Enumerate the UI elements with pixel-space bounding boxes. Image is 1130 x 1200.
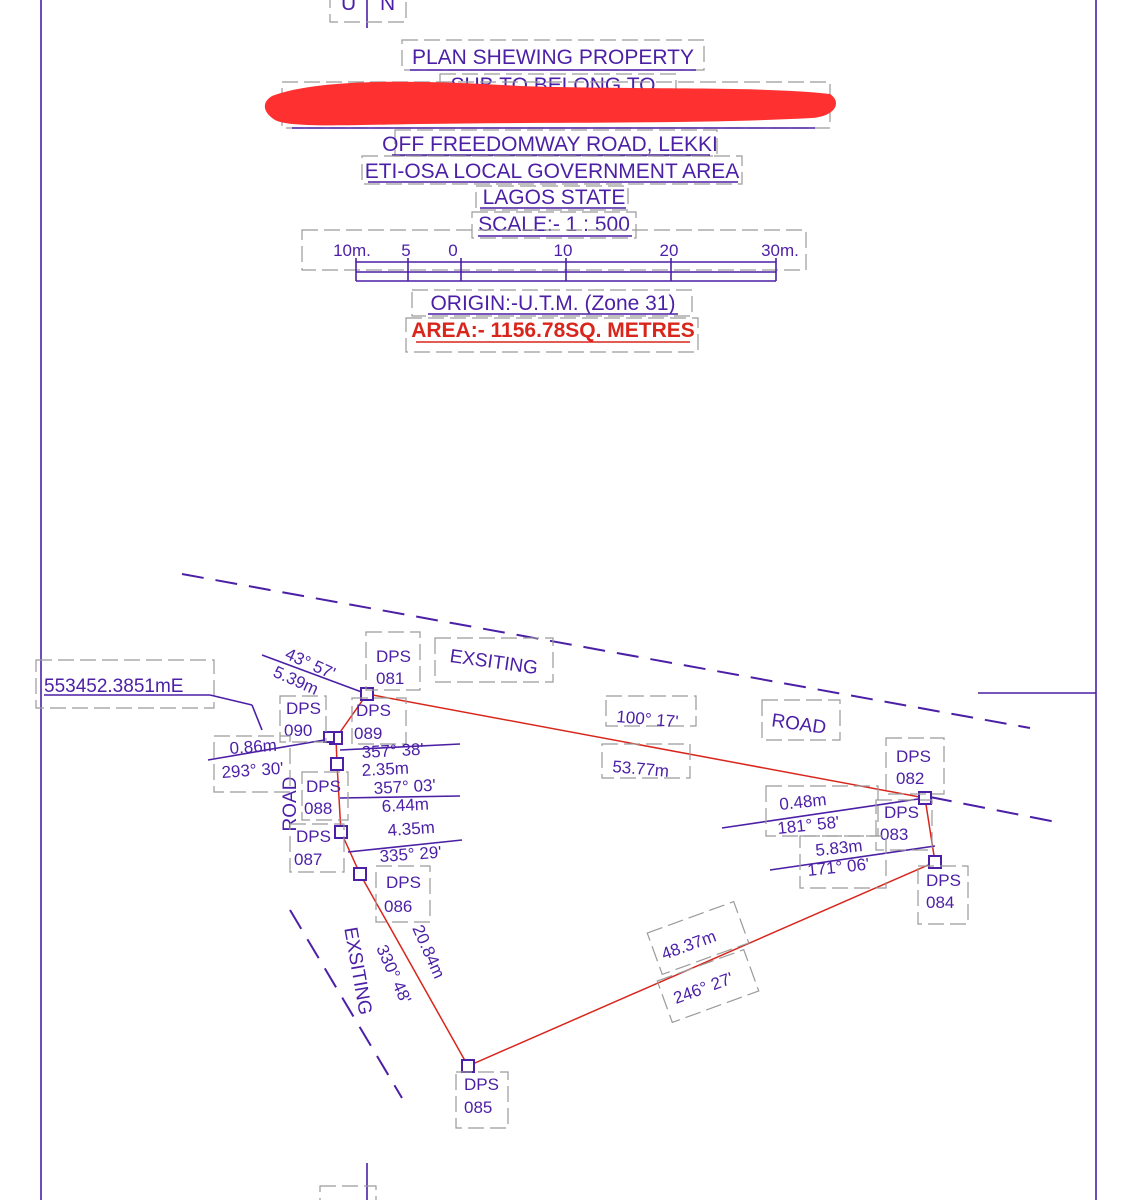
- svg-text:087: 087: [294, 850, 322, 869]
- distance-087-088: 6.44m: [381, 795, 429, 816]
- title-line-4: OFF FREEDOMWAY ROAD, LEKKI: [382, 133, 718, 156]
- svg-text:089: 089: [354, 724, 382, 743]
- origin-area-block: ORIGIN:-U.T.M. (Zone 31) AREA:- 1156.78S…: [405, 289, 699, 353]
- svg-text:DPS: DPS: [896, 747, 931, 766]
- bearing-087-088: 357° 03': [373, 776, 436, 798]
- svg-text:DPS: DPS: [356, 701, 391, 720]
- beacon-labels: DPS 081 DPS 082 DPS 083 DPS 084 DPS 085 …: [279, 631, 969, 1129]
- scale-tick-label: 0: [448, 241, 457, 260]
- beacons: [323, 687, 942, 1073]
- distance-082-083: 0.48m: [778, 790, 827, 814]
- bearing-088-089: 357° 38': [361, 740, 424, 762]
- road-label: EXSITING: [448, 646, 539, 679]
- beacon-081: [360, 687, 374, 701]
- beacon-084: [928, 855, 942, 869]
- svg-text:084: 084: [926, 893, 954, 912]
- scale-text: SCALE:- 1 : 500: [478, 213, 630, 236]
- svg-text:086: 086: [384, 897, 412, 916]
- svg-text:090: 090: [284, 721, 312, 740]
- distance-085-086: 20.84m: [408, 922, 448, 982]
- bearing-082-083: 181° 58': [776, 813, 840, 838]
- svg-text:U: U: [341, 0, 356, 15]
- easting-reference: 553452.3851mE: [35, 659, 263, 731]
- beacon-087: [334, 825, 348, 839]
- scale-tick-label: 20: [660, 241, 679, 260]
- bearing-081-082: 100° 17': [616, 707, 679, 731]
- distance-084-085: 48.37m: [659, 927, 719, 964]
- svg-text:085: 085: [464, 1098, 492, 1117]
- bearing-084-085: 246° 27': [671, 969, 736, 1008]
- title-line-1: PLAN SHEWING PROPERTY: [412, 46, 694, 69]
- title-line-6: LAGOS STATE: [483, 186, 626, 209]
- distance-089-090: 0.86m: [229, 736, 277, 758]
- redaction-mark: [264, 81, 836, 126]
- svg-text:DPS: DPS: [296, 827, 331, 846]
- road-label: ROAD: [280, 777, 301, 832]
- distance-086-087: 4.35m: [387, 818, 435, 840]
- scale-tick-label: 30m.: [761, 241, 799, 260]
- road-edges: [181, 573, 1057, 1099]
- beacon-085: [461, 1059, 475, 1073]
- svg-text:DPS: DPS: [386, 873, 421, 892]
- title-block: PLAN SHEWING PROPERTY SUB TO BELONG TO O…: [264, 39, 836, 239]
- origin-text: ORIGIN:-U.T.M. (Zone 31): [430, 292, 675, 315]
- scale-tick-label: 10m.: [333, 241, 371, 260]
- svg-text:DPS: DPS: [926, 871, 961, 890]
- road-label: ROAD: [770, 710, 827, 738]
- beacon-090: [323, 731, 335, 743]
- bearing-085-086: 330° 48': [372, 942, 415, 1006]
- scale-bar: 10m. 5 0 10 20 30m.: [301, 229, 807, 282]
- svg-text:088: 088: [304, 799, 332, 818]
- svg-text:N: N: [380, 0, 395, 15]
- bearing-089-090: 293° 30': [221, 759, 284, 782]
- area-text: AREA:- 1156.78SQ. METRES: [411, 319, 695, 342]
- svg-text:083: 083: [880, 825, 908, 844]
- svg-text:082: 082: [896, 769, 924, 788]
- scale-tick-label: 10: [554, 241, 573, 260]
- svg-text:DPS: DPS: [464, 1075, 499, 1094]
- scale-tick-label: 5: [401, 241, 410, 260]
- svg-text:081: 081: [376, 669, 404, 688]
- title-line-5: ETI-OSA LOCAL GOVERNMENT AREA: [365, 160, 740, 183]
- svg-text:DPS: DPS: [376, 647, 411, 666]
- north-label: U N: [341, 0, 395, 15]
- svg-text:DPS: DPS: [286, 699, 321, 718]
- easting-value: 553452.3851mE: [44, 676, 183, 697]
- beacon-086: [353, 867, 367, 881]
- svg-text:DPS: DPS: [306, 777, 341, 796]
- svg-text:DPS: DPS: [884, 803, 919, 822]
- distance-088-089: 2.35m: [361, 759, 409, 780]
- beacon-082: [918, 791, 932, 805]
- distance-081-082: 53.77m: [612, 757, 670, 781]
- distance-083-084: 5.83m: [814, 836, 863, 860]
- plan-frame: [40, 0, 1097, 1200]
- beacon-088: [330, 757, 344, 771]
- bearing-086-087: 335° 29': [379, 843, 442, 866]
